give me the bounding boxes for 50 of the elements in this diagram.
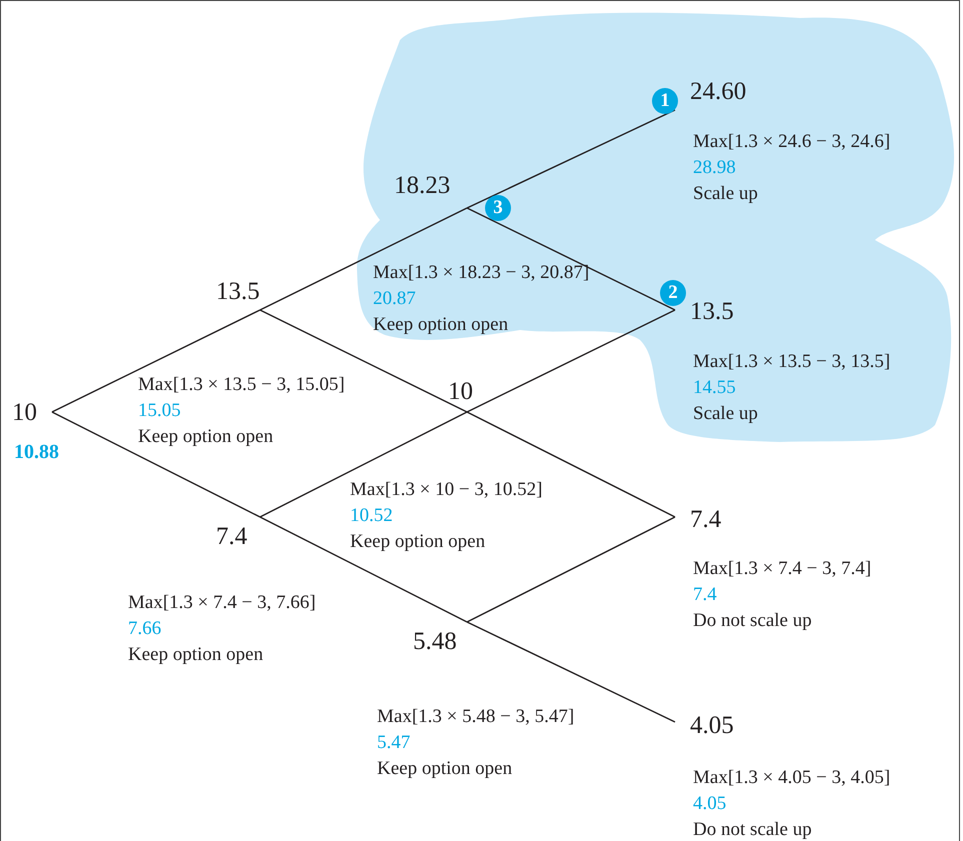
option-value: 20.87 (373, 288, 416, 310)
option-value: 14.55 (693, 377, 736, 399)
option-value: 10.52 (350, 505, 393, 527)
decision-text: Scale up (693, 183, 758, 205)
tree-branch (260, 207, 468, 311)
asset-value: 7.4 (690, 505, 722, 535)
decision-text: Keep option open (138, 426, 274, 448)
asset-value: 10 (448, 377, 473, 407)
payoff-formula: Max[1.3 × 13.5 − 3, 15.05] (138, 374, 345, 396)
option-value: 28.98 (693, 157, 736, 179)
option-value: 7.4 (693, 584, 717, 606)
asset-value: 7.4 (216, 522, 248, 552)
payoff-formula: Max[1.3 × 13.5 − 3, 13.5] (693, 351, 890, 373)
option-value: 7.66 (128, 618, 162, 640)
option-value: 10.88 (14, 441, 59, 463)
payoff-formula: Max[1.3 × 7.4 − 3, 7.4] (693, 558, 872, 580)
tree-branch (466, 621, 676, 723)
decision-text: Keep option open (373, 314, 508, 336)
tree-branch (466, 309, 676, 413)
payoff-formula: Max[1.3 × 5.48 − 3, 5.47] (377, 706, 574, 728)
decision-text: Keep option open (350, 531, 486, 553)
payoff-formula: Max[1.3 × 7.4 − 3, 7.66] (128, 592, 316, 614)
tree-branch (466, 109, 676, 209)
tree-branch (260, 411, 468, 518)
asset-value: 4.05 (690, 711, 734, 741)
tree-branch (466, 207, 676, 311)
payoff-formula: Max[1.3 × 18.23 − 3, 20.87] (373, 262, 590, 284)
decision-text: Keep option open (128, 644, 264, 666)
option-value: 4.05 (693, 793, 726, 815)
asset-value: 13.5 (216, 277, 260, 307)
payoff-formula: Max[1.3 × 10 − 3, 10.52] (350, 479, 542, 501)
asset-value: 10 (12, 398, 37, 428)
decision-text: Keep option open (377, 758, 512, 780)
decision-text: Do not scale up (693, 610, 812, 632)
decision-text: Scale up (693, 403, 758, 425)
asset-value: 13.5 (690, 297, 734, 327)
option-value: 5.47 (377, 732, 410, 754)
tree-branch (52, 411, 260, 518)
tree-branch (466, 516, 676, 623)
asset-value: 5.48 (413, 627, 457, 657)
tree-branch (466, 411, 676, 518)
payoff-formula: Max[1.3 × 4.05 − 3, 4.05] (693, 767, 890, 789)
payoff-formula: Max[1.3 × 24.6 − 3, 24.6] (693, 131, 890, 153)
tree-branch (260, 309, 468, 413)
decision-text: Do not scale up (693, 819, 812, 841)
tree-branch (52, 309, 260, 413)
tree-branch (260, 516, 468, 623)
asset-value: 24.60 (690, 77, 746, 107)
option-value: 15.05 (138, 400, 181, 422)
asset-value: 18.23 (394, 171, 450, 201)
